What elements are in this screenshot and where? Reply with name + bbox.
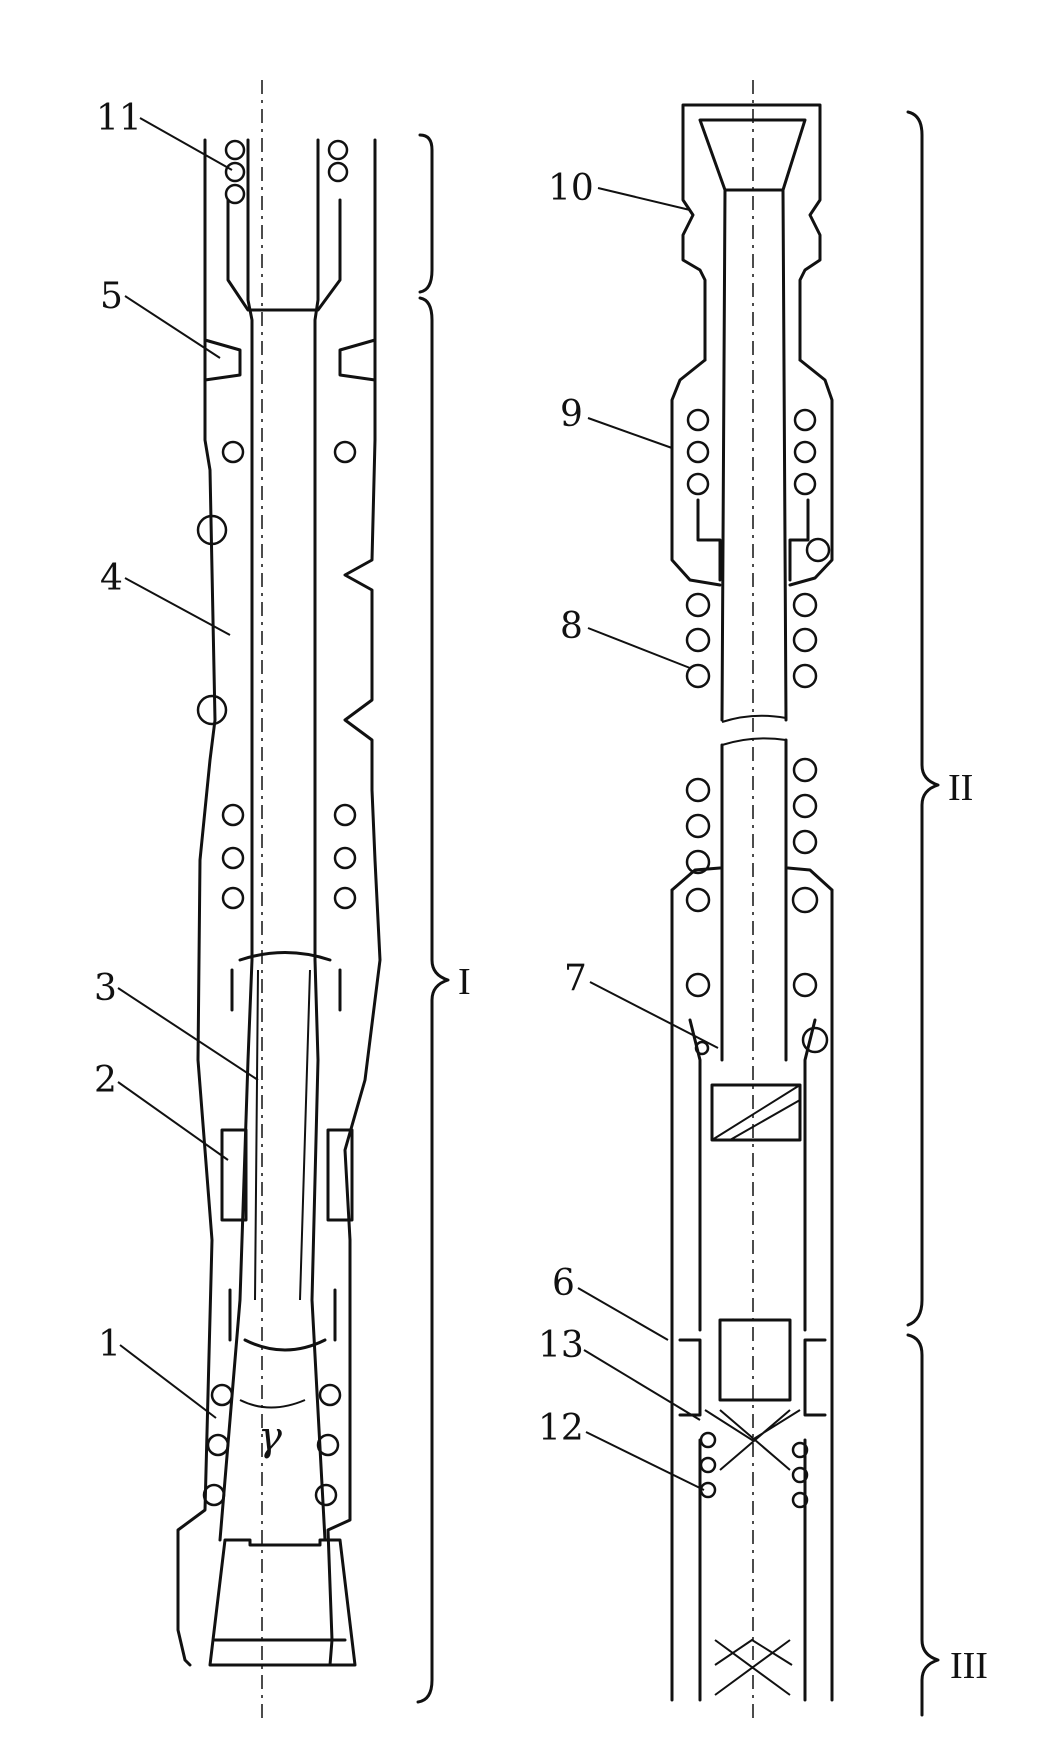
callout-6: 6 [552, 1263, 575, 1304]
callout-9: 9 [560, 394, 583, 435]
left-radial-bearing-right [326, 1128, 354, 1222]
callout-4: 4 [100, 558, 123, 599]
right-piston-block [710, 1083, 802, 1142]
section-label-II: II [948, 767, 973, 809]
right-callouts: 10 9 8 7 6 13 12 [538, 168, 719, 1491]
right-mandrel-break-upper [721, 714, 787, 723]
section-label-I: I [458, 961, 471, 1003]
callout-1: 1 [98, 1324, 121, 1365]
callout-10: 10 [548, 168, 594, 209]
right-lower-coupling [718, 1318, 792, 1402]
left-inner-bore-right [310, 138, 327, 1542]
right-mandrel-upper [720, 188, 788, 722]
brace-section-III [906, 1333, 940, 1717]
callout-5: 5 [100, 276, 123, 317]
left-drive-shaft [254, 969, 311, 1301]
left-ball-bearings [196, 139, 357, 1507]
bend-angle-symbol: γ [258, 1414, 282, 1460]
right-assembly [670, 80, 834, 1720]
left-bearing-5 [203, 338, 377, 382]
left-housing-left-wall [176, 138, 217, 1667]
left-callouts: 11 5 4 3 2 1 [94, 98, 259, 1419]
right-piston-sleeve [688, 1018, 817, 1332]
left-lower-coupling-upper [230, 951, 342, 1012]
left-upper-coupling [226, 198, 342, 312]
callout-13: 13 [538, 1325, 584, 1366]
left-bit-box [208, 1538, 357, 1667]
brace-section-I [416, 296, 450, 1704]
callout-8: 8 [560, 606, 583, 647]
right-ball-bearings [685, 408, 831, 1509]
bend-angle-arc [239, 1399, 306, 1409]
left-inner-bore-left [218, 138, 254, 1542]
callout-12: 12 [538, 1408, 584, 1449]
right-braces: II III [906, 110, 988, 1717]
right-top-sub [681, 103, 822, 362]
callout-3: 3 [94, 968, 117, 1009]
right-mandrel-break-lower [721, 737, 787, 746]
callout-7: 7 [564, 958, 587, 999]
left-braces: I [416, 133, 471, 1704]
callout-11: 11 [96, 98, 142, 139]
left-housing-right-wall [326, 138, 382, 1667]
brace-top-segment [418, 133, 434, 294]
right-housing-9 [670, 358, 834, 587]
brace-section-II [906, 110, 940, 1327]
right-housing-lower [670, 866, 834, 1702]
callout-2: 2 [94, 1060, 117, 1101]
left-radial-bearing-left [220, 1128, 248, 1222]
left-lower-coupling-lower [228, 1288, 337, 1352]
left-assembly: γ [176, 80, 382, 1720]
right-mandrel-lower [720, 738, 788, 1062]
right-housing-9-inner [696, 498, 810, 582]
section-label-III: III [950, 1645, 988, 1687]
right-piston-hatch [711, 1084, 801, 1141]
right-universal-joint-lower [714, 1638, 793, 1696]
right-universal-joint-upper [704, 1409, 801, 1471]
